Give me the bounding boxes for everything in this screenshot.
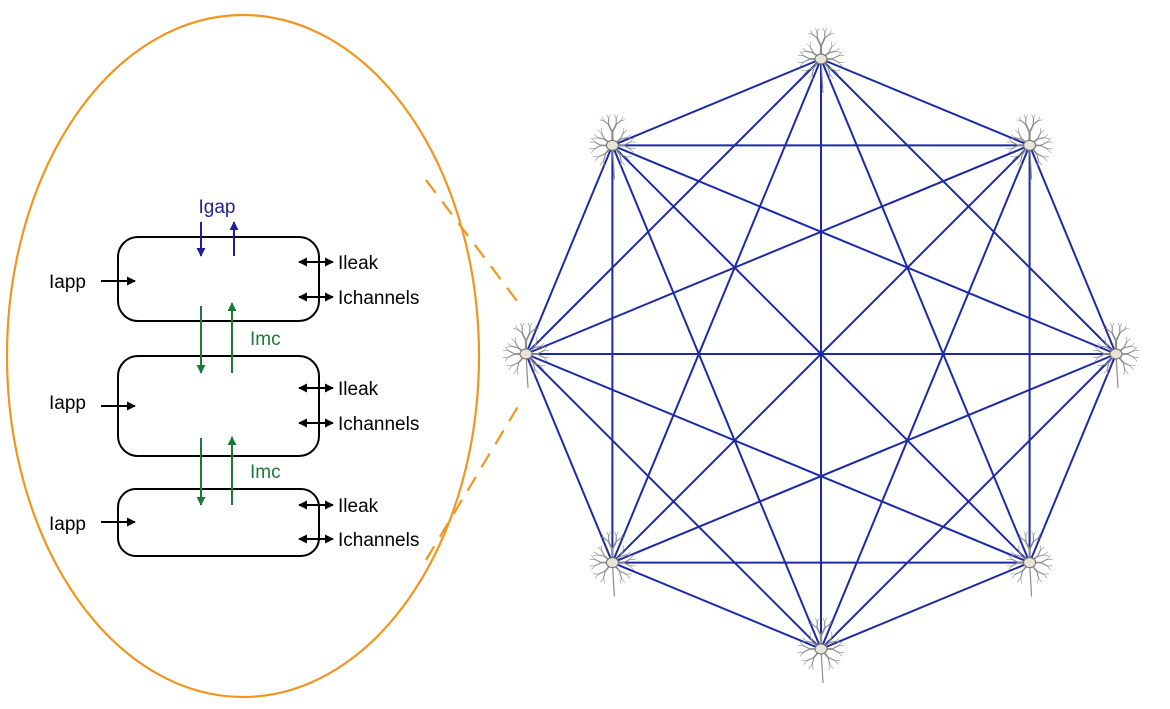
neuron-icon — [589, 531, 636, 597]
iapp-label-1: Iapp — [49, 272, 86, 293]
network-edge — [820, 145, 1031, 650]
ichannels-label-3: Ichannels — [338, 530, 419, 551]
network-edge — [525, 353, 822, 650]
compartment-box-1 — [117, 236, 320, 322]
compartment-box-3 — [117, 488, 320, 557]
network-edge — [612, 58, 822, 147]
network-edge — [611, 144, 1031, 564]
network-edges — [525, 58, 1117, 650]
neuron-icon — [502, 322, 550, 389]
ileak-label-1: Ileak — [338, 253, 379, 274]
neuron-icon — [797, 27, 845, 94]
neuron-icon — [797, 617, 845, 684]
network-edge — [525, 144, 1030, 355]
neuron-icon — [1006, 114, 1053, 180]
network-edge — [525, 353, 1030, 564]
iapp-label-3: Iapp — [49, 514, 86, 535]
network-edge — [611, 58, 822, 563]
imc-label-2: Imc — [250, 462, 281, 483]
network-edge — [611, 145, 822, 650]
network-edge — [612, 561, 822, 650]
ichannels-label-2: Ichannels — [338, 414, 419, 435]
neuron-icon — [1092, 322, 1140, 389]
neuron-icon — [589, 114, 636, 180]
network-edge — [820, 58, 1031, 563]
network-edge — [612, 353, 1117, 564]
network-edge — [1028, 353, 1117, 563]
network-edge — [1028, 145, 1117, 355]
zoom-callout-lower — [425, 402, 521, 561]
ileak-label-2: Ileak — [338, 379, 379, 400]
network-edge — [820, 561, 1030, 650]
network-edge — [612, 144, 1117, 355]
network-edge — [820, 58, 1030, 147]
network-edge — [525, 145, 614, 355]
imc-label-1: Imc — [250, 329, 281, 350]
neuron-icon — [1006, 531, 1053, 597]
network-nodes — [502, 27, 1140, 684]
zoom-ellipse — [5, 13, 481, 699]
igap-label: Igap — [199, 197, 236, 218]
ileak-label-3: Ileak — [338, 496, 379, 517]
network-edge — [525, 353, 614, 563]
ichannels-label-1: Ichannels — [338, 288, 419, 309]
iapp-label-2: Iapp — [49, 393, 86, 414]
compartment-box-2 — [117, 355, 320, 457]
